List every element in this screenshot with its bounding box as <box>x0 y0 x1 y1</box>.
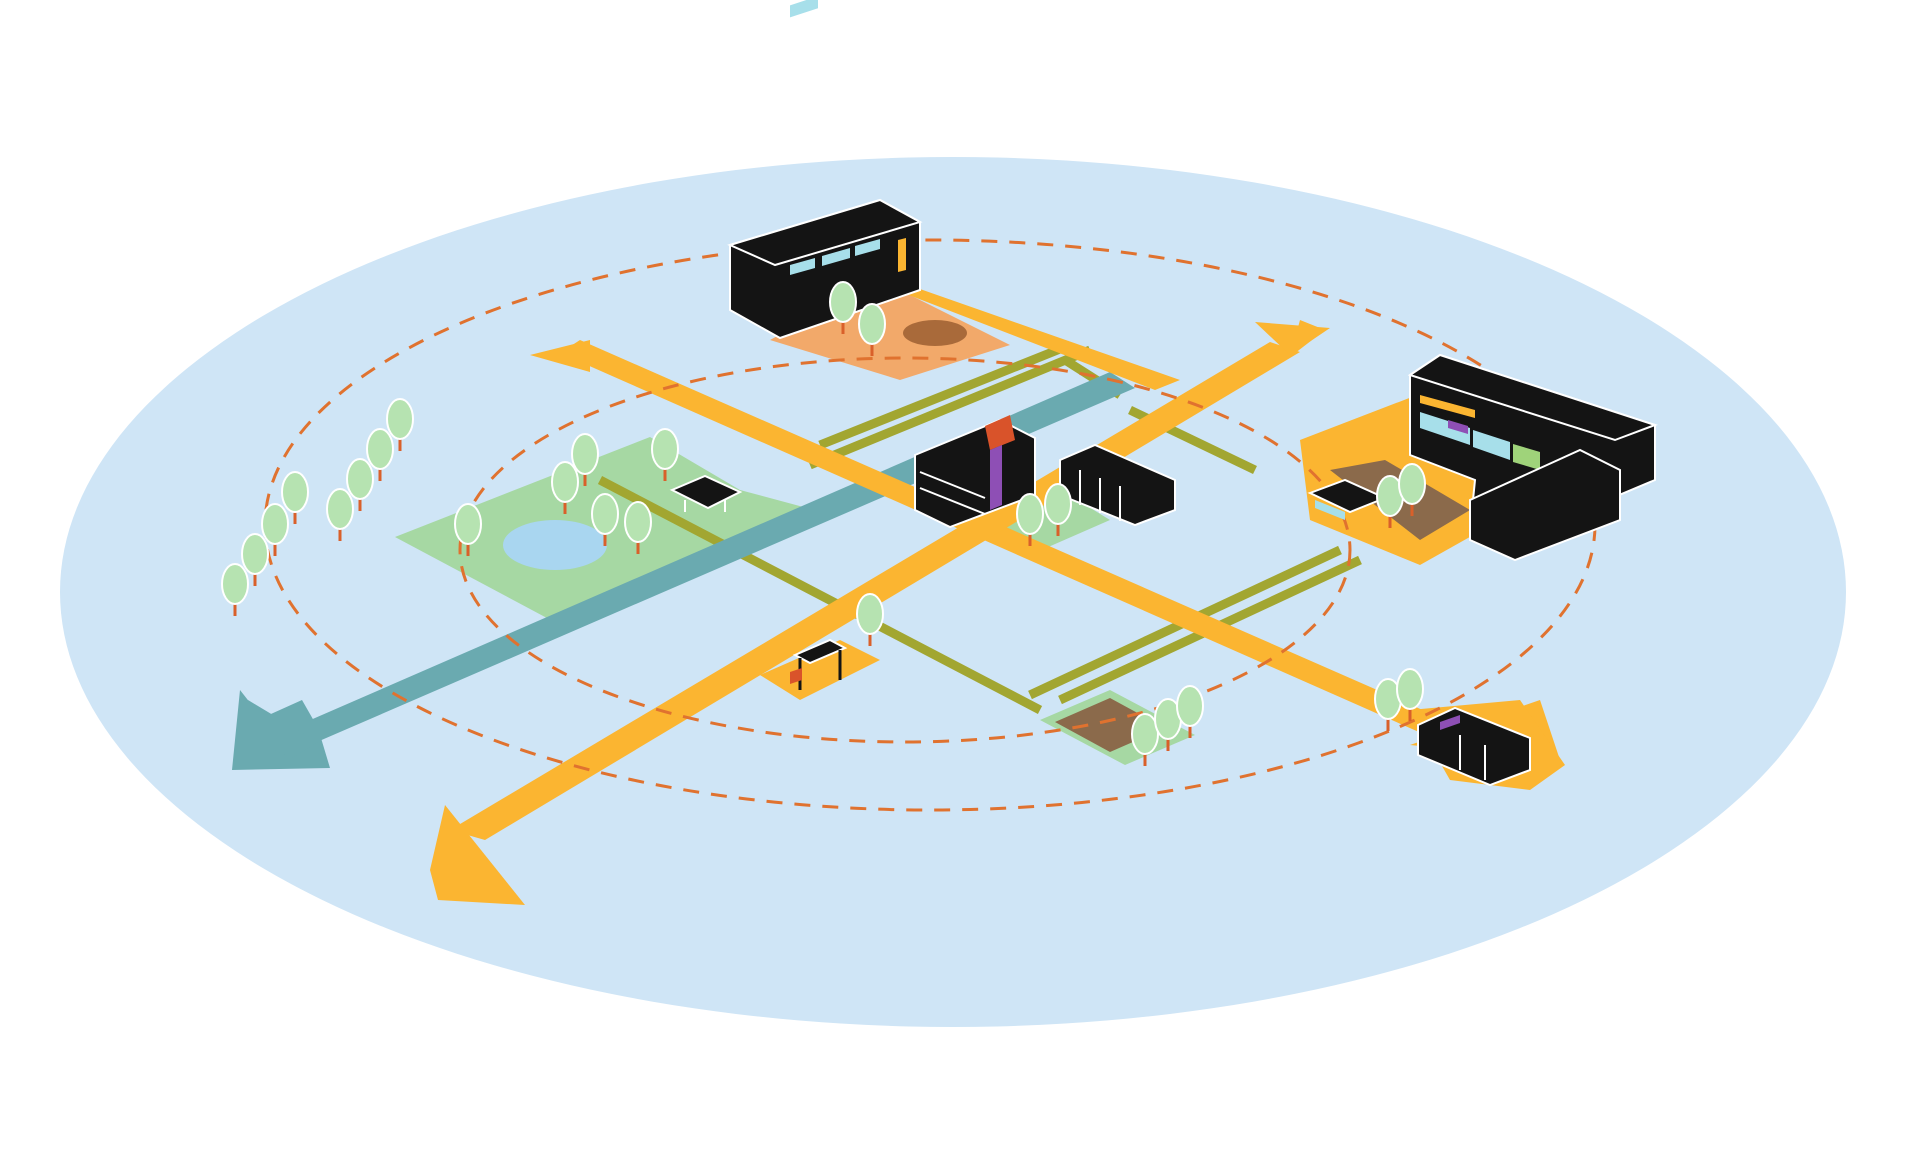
road-arrow-sw <box>430 805 525 905</box>
building-southeast <box>1417 706 1531 787</box>
ground-disc <box>60 157 1846 1027</box>
pond <box>503 520 607 570</box>
ring-inner <box>458 356 1352 744</box>
pavilion-park <box>669 474 743 512</box>
plaza-north-circle <box>903 320 967 346</box>
road-arrow-ne <box>1255 322 1330 355</box>
bus-stop-pad <box>760 640 880 700</box>
plaza-north <box>770 280 1010 380</box>
building-center-tall <box>914 415 1036 529</box>
bus-shelter <box>790 638 848 690</box>
building-east-l-shaped <box>1407 353 1659 562</box>
